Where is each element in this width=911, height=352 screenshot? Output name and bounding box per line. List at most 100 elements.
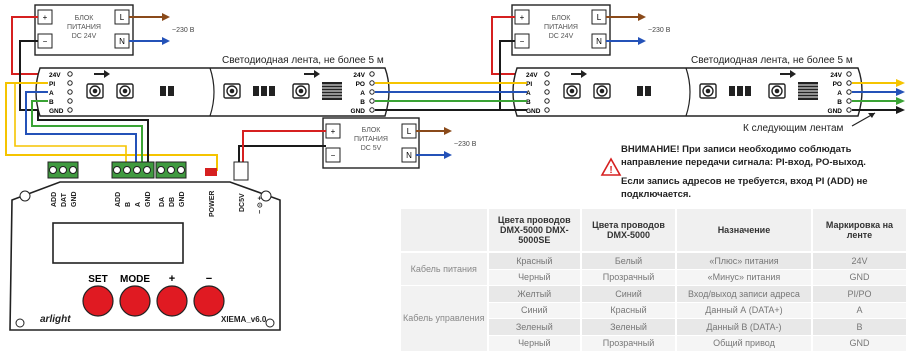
table-cell: «Минус» питания: [675, 269, 813, 286]
strip2-pin-2: A: [526, 90, 531, 97]
strip2-pin-4: GND: [526, 108, 541, 115]
strip1-pin-0: 24V: [49, 72, 61, 79]
set-button-label: SET: [88, 274, 107, 285]
warning-line-2: Если запись адресов не требуется, вход P…: [621, 176, 868, 200]
mode-button-label: MODE: [120, 274, 150, 285]
psu3-mains: ~230 В: [454, 141, 477, 148]
warning-icon: !: [600, 157, 622, 176]
table-cell: Вход/выход записи адреса: [675, 285, 813, 303]
table-row: Кабель питания Красный Белый «Плюс» пита…: [401, 252, 909, 286]
table-cell: Желтый: [487, 285, 583, 303]
plus-button-label: +: [169, 273, 175, 285]
strip1-out-pin-3: B: [360, 99, 365, 106]
psu2-mains: ~230 В: [648, 27, 671, 34]
table-header-colors: Цвета проводов DMX-5000: [581, 209, 677, 253]
table-cell: B: [811, 318, 909, 336]
term-gnd-3: GND: [179, 191, 186, 207]
psu2-minus: −: [520, 37, 525, 46]
term-power: POWER: [209, 191, 216, 217]
table-cell: Общий привод: [675, 335, 813, 352]
minus-button[interactable]: [193, 285, 225, 317]
table-cell: 24V: [811, 252, 909, 270]
table-cell: Красный: [581, 302, 677, 319]
psu1-wires: [11, 16, 48, 111]
strip2-out-pin-1: PO: [833, 81, 842, 88]
psu1-plus: +: [43, 13, 48, 22]
warning-line-1: ВНИМАНИЕ! При записи необходимо соблюдат…: [621, 144, 866, 168]
strip2-out-pin-3: B: [837, 99, 842, 106]
table-header-colors-se: Цвета проводов DMX-5000 DMX-5000SE: [487, 209, 583, 253]
table-cell: Зеленый: [581, 318, 677, 336]
plus-button[interactable]: [156, 285, 188, 317]
term-a: A: [135, 202, 142, 207]
table-cell: «Плюс» питания: [675, 252, 813, 270]
table-cell: A: [811, 302, 909, 319]
psu1-mains: ~230 В: [172, 27, 195, 34]
table-row: Черный Прозрачный «Минус» питания GND: [401, 269, 909, 286]
term-add-2: ADD: [115, 192, 122, 207]
psu2-plus: +: [520, 13, 525, 22]
strip2-pin-1: PI: [526, 81, 532, 88]
dc5v-wires: [238, 130, 326, 168]
group-power-cable: Кабель питания: [401, 252, 489, 286]
term-dat: DAT: [61, 192, 68, 207]
table-row: Кабель управления Желтый Синий Вход/выхо…: [401, 285, 909, 352]
table-cell: Данный А (DATA+): [675, 302, 813, 319]
strip1-pin-3: B: [49, 99, 54, 106]
strip1-pin-4: GND: [49, 108, 64, 115]
table-cell: Белый: [581, 252, 677, 270]
led-strip-1: 24V PI A B GND 24V PO A B GND Светодиодн…: [35, 54, 390, 117]
table-cell: Данный В (DATA-): [675, 318, 813, 336]
svg-text:!: !: [609, 165, 612, 176]
next-strips-label: К следующим лентам: [743, 123, 844, 134]
inter-strip-wires: [375, 82, 527, 111]
strip1-out-pin-2: A: [360, 90, 365, 97]
table-cell: GND: [811, 335, 909, 352]
mode-button[interactable]: [119, 285, 151, 317]
table-cell: Синий: [487, 302, 583, 319]
table-row: Синий Красный Данный А (DATA+) A: [401, 302, 909, 319]
table-row: Черный Прозрачный Общий привод GND: [401, 335, 909, 352]
output-wires: [852, 79, 905, 114]
table-cell: Черный: [487, 335, 583, 352]
strip2-out-pin-2: A: [837, 90, 842, 97]
table-row: Зеленый Зеленый Данный В (DATA-) B: [401, 318, 909, 336]
psu2-n: N: [596, 37, 602, 46]
strip1-out-pin-4: GND: [351, 108, 366, 115]
brand-logo: arlight: [40, 314, 71, 325]
psu1-minus: −: [43, 37, 48, 46]
psu2-l: L: [597, 13, 602, 22]
controller-signal-wires: [5, 82, 218, 171]
psu3-plus: +: [331, 127, 336, 136]
group-control-cable: Кабель управления: [401, 285, 489, 352]
model-label: XIEMA_v6.0: [221, 315, 267, 324]
table-cell: Зеленый: [487, 318, 583, 336]
minus-button-label: −: [206, 273, 212, 285]
polarity-symbol: − ⊙ +: [257, 196, 264, 214]
table-cell: PI/PO: [811, 285, 909, 303]
psu3-l: L: [407, 127, 412, 136]
psu1-l: L: [120, 13, 125, 22]
table-header-empty: [401, 209, 489, 253]
strip2-out-pin-0: 24V: [830, 72, 842, 79]
strip2-out-pin-4: GND: [828, 108, 843, 115]
terminal-labels: ADD DAT GND ADD B A GND DA DB GND POWER …: [51, 191, 264, 217]
strip2-pin-0: 24V: [526, 72, 538, 79]
table-cell: Прозрачный: [581, 335, 677, 352]
term-da: DA: [159, 197, 166, 207]
psu3-minus: −: [331, 151, 336, 160]
table-header-purpose: Назначение: [675, 209, 813, 253]
table-cell: Красный: [487, 252, 583, 270]
set-button[interactable]: [82, 285, 114, 317]
term-dc5v: DC5V: [239, 193, 246, 212]
table-cell: Прозрачный: [581, 269, 677, 286]
controller-buttons: SET MODE + −: [82, 273, 225, 317]
led-strip-2: 24V PI A B GND 24V PO A B GND Светодиодн…: [512, 54, 863, 117]
controller: SET MODE + − arlight XIEMA_v6.0 ADD DAT …: [9, 161, 281, 331]
strip1-label: Светодиодная лента, не более 5 м: [222, 54, 384, 66]
